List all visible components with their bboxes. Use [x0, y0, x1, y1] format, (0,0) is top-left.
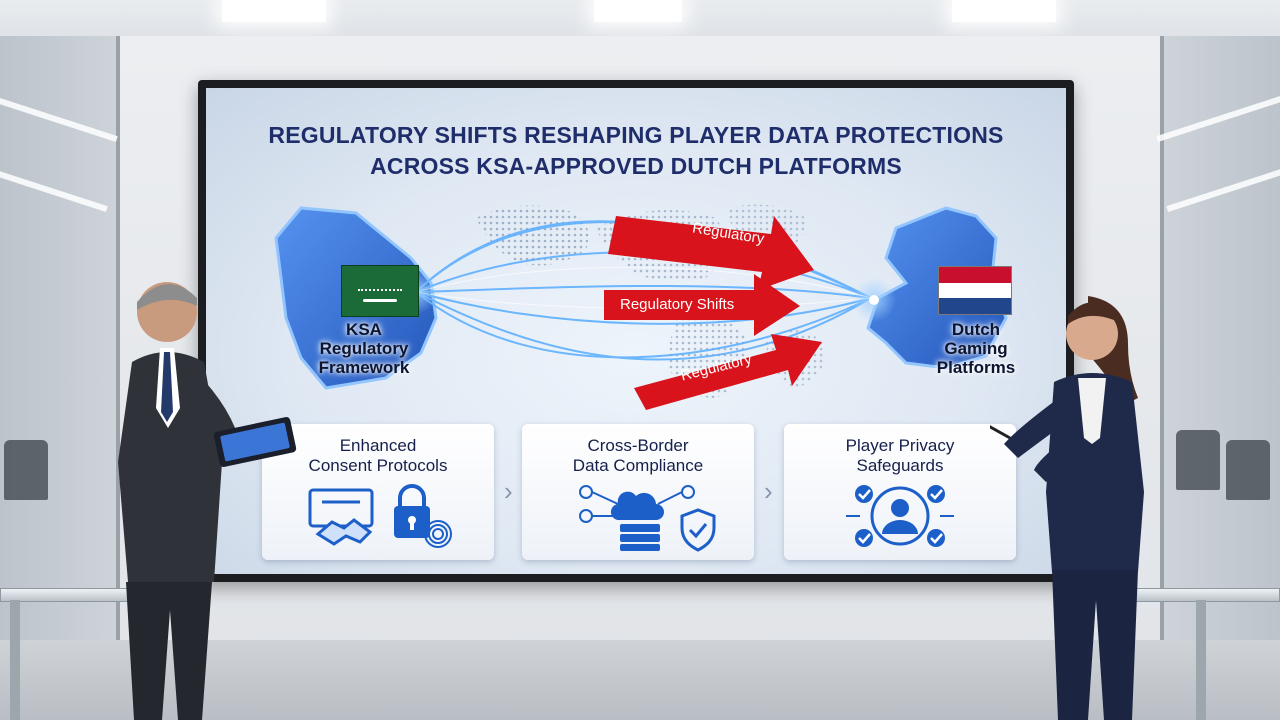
chevron-right-icon: › [504, 476, 513, 506]
tablet-icon [213, 417, 297, 467]
office-chair [1176, 430, 1220, 490]
netherlands-map-shape [866, 206, 1008, 370]
world-map-graphic [274, 204, 1008, 410]
display-content: REGULATORY SHIFTS RESHAPING PLAYER DATA … [206, 88, 1066, 574]
card-title: Cross-Border Data Compliance [572, 436, 704, 475]
card-title: Enhanced Consent Protocols [308, 436, 448, 475]
male-presenter [118, 282, 297, 720]
user-circle-icon [870, 486, 930, 546]
slide-title: REGULATORY SHIFTS RESHAPING PLAYER DATA … [268, 122, 1004, 179]
server-icon [620, 524, 660, 551]
handshake-document-icon [308, 488, 374, 546]
card-enhanced-consent: Enhanced Consent Protocols [262, 424, 494, 560]
ceiling-light [952, 0, 1056, 22]
ceiling-light [222, 0, 326, 22]
card-cross-border-compliance: Cross-Border Data Compliance [522, 424, 754, 560]
arrow-label-middle: Regulatory Shifts [620, 296, 735, 313]
netherlands-flag-icon [938, 266, 1012, 315]
regulatory-arrow-middle [604, 274, 800, 336]
ceiling-light [594, 0, 682, 22]
dotted-continent [476, 205, 589, 266]
padlock-icon [394, 484, 430, 538]
dutch-label: Dutch Gaming Platforms [936, 320, 1016, 377]
glass-partition-right [1156, 36, 1280, 646]
office-chair [4, 440, 48, 500]
office-chair [1226, 440, 1270, 500]
regulatory-arrow-top [608, 216, 814, 290]
female-presenter [990, 296, 1144, 720]
presentation-display: REGULATORY SHIFTS RESHAPING PLAYER DATA … [198, 80, 1074, 582]
shield-check-icon [680, 508, 716, 552]
card-player-privacy: Player Privacy Safeguards [784, 424, 1016, 560]
stylus-pen [990, 425, 1011, 440]
cloud-network-icon [579, 485, 695, 523]
glass-partition-left [0, 36, 120, 646]
card-title: Player Privacy Safeguards [845, 436, 955, 475]
chevron-right-icon: › [764, 476, 773, 506]
regulatory-arrow-bottom [634, 334, 822, 410]
fingerprint-icon [424, 520, 452, 548]
ksa-label: KSA Regulatory Framework [318, 320, 410, 377]
checkmark-icon [855, 485, 945, 547]
saudi-flag-icon [341, 265, 419, 317]
